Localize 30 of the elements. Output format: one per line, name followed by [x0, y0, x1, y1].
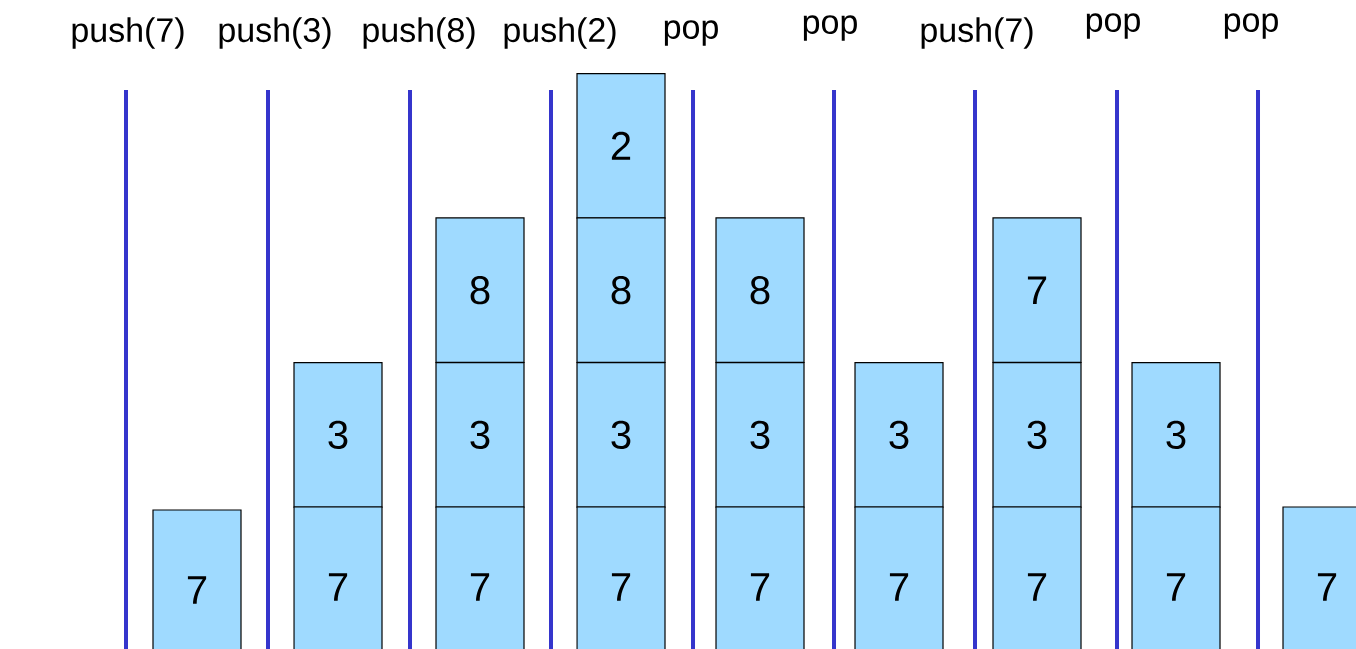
stack-cell: 7	[992, 506, 1082, 649]
stack-cell: 2	[576, 72, 666, 219]
stack-cell: 8	[576, 217, 666, 364]
stack-cell: 3	[854, 361, 944, 508]
stack-cell: 7	[854, 506, 944, 649]
stack-cell: 8	[715, 217, 805, 364]
operation-label: pop	[1086, 13, 1140, 39]
stack-cell: 3	[293, 361, 383, 508]
operation-label: pop	[803, 15, 857, 41]
operation-label: push(7)	[72, 17, 184, 49]
stack-cell: 8	[435, 217, 525, 364]
stack-cell: 3	[435, 361, 525, 508]
stack-cell: 3	[576, 361, 666, 508]
stack-cell: 7	[435, 506, 525, 649]
operation-label: push(3)	[219, 17, 331, 49]
stack-cell: 7	[293, 506, 383, 649]
operation-label: push(8)	[363, 17, 475, 49]
stack-cell: 7	[1282, 506, 1356, 649]
stack-cell: 3	[992, 361, 1082, 508]
stack-cell: 7	[1131, 506, 1221, 649]
stack-cell: 3	[715, 361, 805, 508]
stack-cell: 3	[1131, 361, 1221, 508]
stack-cell: 7	[576, 506, 666, 649]
operation-label: push(7)	[921, 17, 1033, 49]
operation-label: pop	[1224, 13, 1278, 39]
operation-label: pop	[664, 20, 718, 46]
stack-cell: 7	[992, 217, 1082, 364]
stack-cell: 7	[715, 506, 805, 649]
operation-label: push(2)	[504, 17, 616, 49]
stack-cell: 7	[152, 509, 242, 649]
